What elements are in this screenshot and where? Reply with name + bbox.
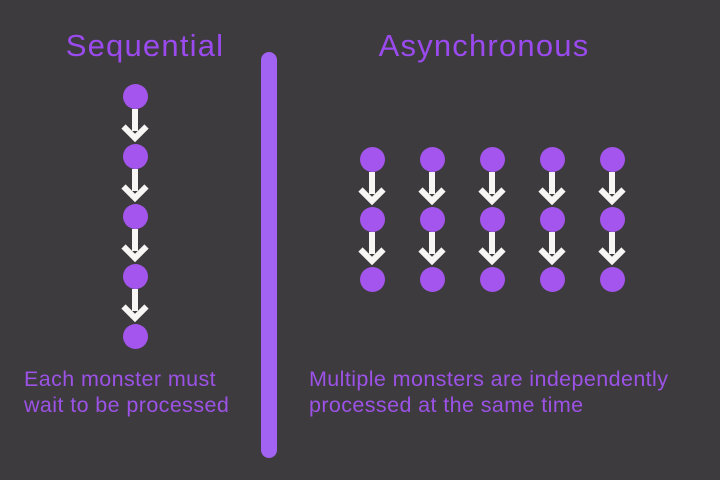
monster-dot [539, 207, 565, 232]
sequential-caption: Each monster must wait to be processed [24, 366, 229, 418]
monster-dot [359, 207, 385, 232]
sequential-heading: Sequential [65, 28, 225, 63]
monster-dot [599, 147, 625, 172]
monster-dot [479, 207, 505, 232]
monster-chain [357, 147, 387, 292]
sequential-chain [120, 84, 150, 349]
asynchronous-heading: Asynchronous [378, 28, 590, 63]
monster-dot [359, 147, 385, 172]
down-arrow-icon [358, 232, 386, 266]
down-arrow-icon [121, 109, 149, 143]
monster-dot [419, 147, 445, 172]
monster-chain [597, 147, 627, 292]
down-arrow-icon [478, 172, 506, 206]
monster-dot [419, 207, 445, 232]
monster-dot [359, 267, 385, 292]
monster-chain [477, 147, 507, 292]
vertical-divider [261, 52, 277, 458]
down-arrow-icon [121, 169, 149, 203]
monster-dot [599, 207, 625, 232]
down-arrow-icon [478, 232, 506, 266]
down-arrow-icon [598, 232, 626, 266]
down-arrow-icon [598, 172, 626, 206]
down-arrow-icon [358, 172, 386, 206]
monster-dot [479, 267, 505, 292]
monster-chain [417, 147, 447, 292]
down-arrow-icon [418, 172, 446, 206]
monster-dot [122, 264, 148, 289]
monster-dot [419, 267, 445, 292]
monster-dot [479, 147, 505, 172]
monster-chain [120, 84, 150, 349]
monster-dot [122, 84, 148, 109]
caption-line: wait to be processed [24, 393, 230, 417]
monster-dot [122, 324, 148, 349]
down-arrow-icon [538, 172, 566, 206]
monster-chain [537, 147, 567, 292]
asynchronous-caption: Multiple monsters are independently proc… [309, 366, 668, 418]
caption-line: processed at the same time [309, 393, 584, 417]
down-arrow-icon [418, 232, 446, 266]
monster-dot [539, 267, 565, 292]
caption-line: Multiple monsters are independently [309, 367, 669, 391]
asynchronous-grid [357, 147, 627, 292]
monster-dot [122, 204, 148, 229]
down-arrow-icon [538, 232, 566, 266]
monster-dot [539, 147, 565, 172]
down-arrow-icon [121, 229, 149, 263]
monster-dot [599, 267, 625, 292]
caption-line: Each monster must [24, 367, 217, 391]
monster-dot [122, 144, 148, 169]
down-arrow-icon [121, 289, 149, 323]
